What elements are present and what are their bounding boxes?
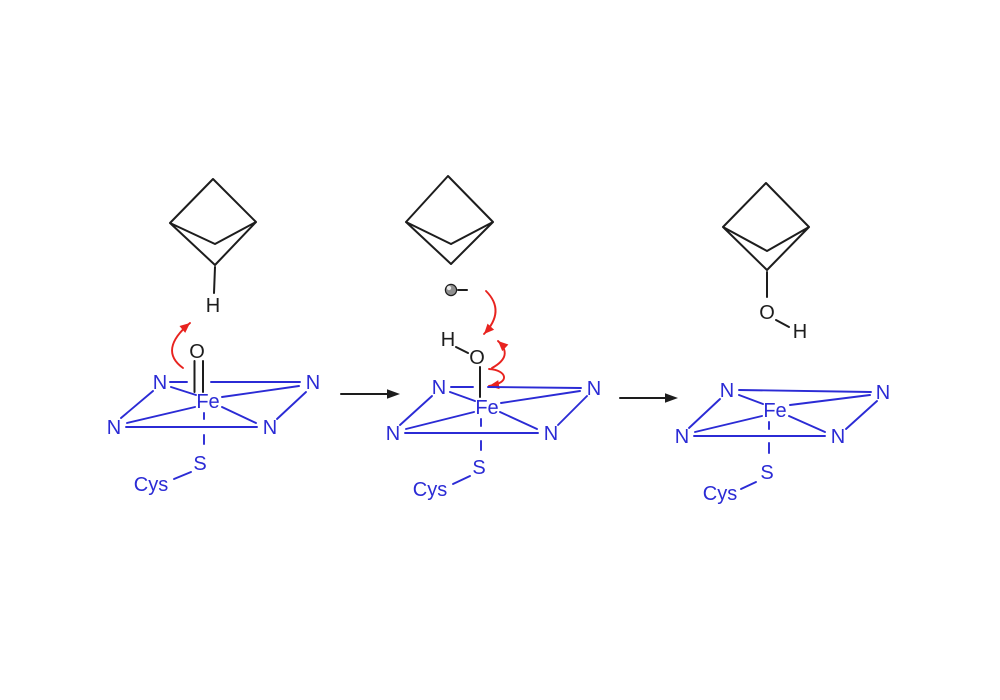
c-h-bond <box>213 266 216 294</box>
cysteine-label: Cys <box>134 474 168 496</box>
n-n-left-edge <box>688 398 721 429</box>
n-label-top-left: N <box>720 380 734 402</box>
iron-label: Fe <box>475 397 498 419</box>
n-label-top-left: N <box>432 377 446 399</box>
iron-label: Fe <box>763 400 786 422</box>
electron-arrow-head <box>498 341 509 352</box>
hydroxyl-o-label: O <box>469 347 485 369</box>
electron-arrow-head <box>484 323 495 334</box>
fe-n-bonds <box>694 394 871 433</box>
n-label-bottom-right: N <box>544 423 558 445</box>
alcohol-o-label: O <box>759 302 775 324</box>
n-n-left-edge <box>399 395 433 426</box>
reaction-arrow-head <box>665 393 678 403</box>
n-label-top-right: N <box>306 372 320 394</box>
s-cys-bond <box>173 471 192 480</box>
s-cys-bond <box>740 481 757 490</box>
bicyclopentane-cage <box>405 175 494 265</box>
fe-n4-plane: N N N N Fe <box>386 377 601 445</box>
n-label-bottom-left: N <box>386 423 400 445</box>
n-n-right-edge <box>845 400 878 430</box>
sulfur-label: S <box>760 462 773 484</box>
bicyclopentane-cage <box>722 182 810 271</box>
o-h-bond <box>775 319 790 328</box>
n-n-right-edge <box>276 391 307 420</box>
reaction-arrow-head <box>387 389 400 399</box>
bicyclopentane-cage <box>169 178 257 266</box>
radical-electron-sphere <box>444 283 458 297</box>
step-3-product: O H N N N N Fe S Cys <box>675 182 890 505</box>
step-1-h-abstraction: H O N N N N Fe S Cys <box>107 178 320 496</box>
n-label-top-right: N <box>876 382 890 404</box>
oxo-oxygen-label: O <box>189 341 205 363</box>
fe-o-double-bond <box>193 360 204 393</box>
n-label-top-left: N <box>153 372 167 394</box>
n-n-right-edge <box>557 395 588 426</box>
fe-n-bonds <box>126 385 300 424</box>
electron-arrow-head <box>179 323 190 333</box>
fe-n4-plane: N N N N Fe <box>107 372 320 439</box>
fe-n-bonds <box>405 390 581 430</box>
sphere-highlight <box>446 285 452 291</box>
sulfur-label: S <box>193 453 206 475</box>
n-label-bottom-right: N <box>263 417 277 439</box>
reaction-arrow-1 <box>340 389 400 399</box>
n-label-bottom-left: N <box>107 417 121 439</box>
sulfur-label: S <box>472 457 485 479</box>
n-label-bottom-left: N <box>675 426 689 448</box>
cysteine-label: Cys <box>413 479 447 501</box>
n-label-top-right: N <box>587 378 601 400</box>
step-2-radical-rebound: H O N N N N Fe S Cys <box>386 175 601 501</box>
alcohol-h-label: H <box>793 321 807 343</box>
reaction-arrow-2 <box>619 393 678 403</box>
iron-label: Fe <box>196 391 219 413</box>
hydrogen-label: H <box>206 295 220 317</box>
n-n-top-edge <box>450 386 582 389</box>
n-label-bottom-right: N <box>831 426 845 448</box>
s-cys-bond <box>452 475 471 485</box>
cysteine-label: Cys <box>703 483 737 505</box>
electron-pushing-arrow-abstraction <box>171 322 191 369</box>
fe-n4-plane: N N N N Fe <box>675 380 890 448</box>
n-n-top-edge <box>738 389 872 393</box>
h-o-bond <box>455 346 469 354</box>
hydroxyl-h-label: H <box>441 329 455 351</box>
n-n-left-edge <box>120 390 154 419</box>
